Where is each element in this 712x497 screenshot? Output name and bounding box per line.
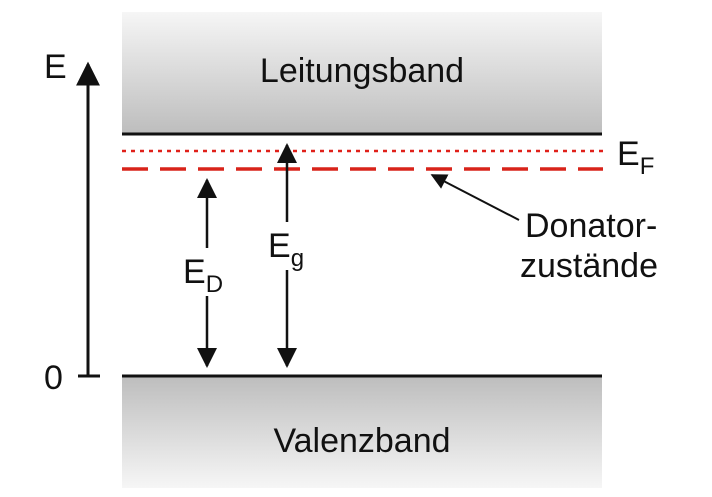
- energy-axis-label: E: [44, 48, 67, 86]
- conduction-band: [122, 12, 602, 134]
- donor-energy-label: ED: [183, 253, 223, 298]
- conduction-band-label: Leitungsband: [260, 52, 464, 90]
- donor-pointer-arrow: [430, 174, 520, 221]
- donor-states-label: Donator- zustände: [520, 207, 667, 285]
- band-gap-label: Eg: [268, 227, 304, 272]
- valence-band: [122, 376, 602, 488]
- donor-energy-label-bg: [184, 248, 236, 296]
- zero-label: 0: [44, 359, 63, 397]
- band-gap-label-bg: [266, 222, 312, 270]
- valence-band-label: Valenzband: [273, 422, 450, 460]
- fermi-level-label: EF: [617, 135, 654, 180]
